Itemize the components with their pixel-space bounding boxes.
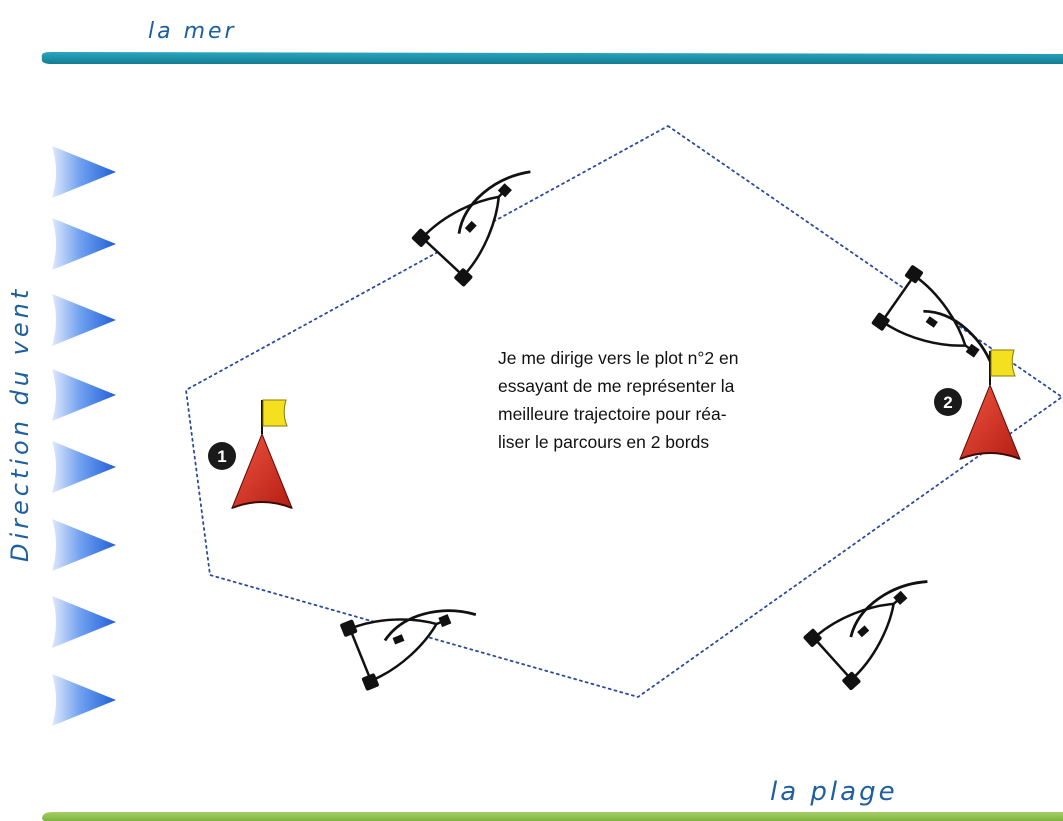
mark-number: 2 xyxy=(943,393,952,412)
sailboat-icon xyxy=(869,263,1021,400)
sailboat-icon xyxy=(338,574,489,693)
beach-label: la plage xyxy=(770,777,898,807)
sea-line xyxy=(41,52,1063,64)
instruction-line: Je me dirige vers le plot n°2 en xyxy=(498,348,738,368)
mark-number-badge xyxy=(934,388,962,416)
mark-number: 1 xyxy=(217,447,226,466)
instruction-text: Je me dirige vers le plot n°2 en essayan… xyxy=(498,348,738,452)
wind-arrows xyxy=(52,146,116,726)
mark-number-badge xyxy=(208,442,236,470)
flag-icon xyxy=(990,349,1016,377)
sailboat-icon xyxy=(409,141,554,289)
wind-arrow-icon xyxy=(52,218,116,270)
mark-2: 2 xyxy=(934,349,1021,460)
wind-arrow-icon xyxy=(52,596,116,648)
wind-arrow-icon xyxy=(52,674,116,726)
wind-arrow-icon xyxy=(52,294,116,346)
instruction-line: meilleure trajectoire pour réa- xyxy=(498,404,727,424)
flag-icon xyxy=(262,399,288,427)
wind-arrow-icon xyxy=(52,146,116,198)
wind-direction-label: Direction du vent xyxy=(6,286,34,562)
beach-line xyxy=(42,812,1063,821)
sailboat-icon xyxy=(801,548,949,693)
instruction-line: liser le parcours en 2 bords xyxy=(498,432,709,452)
instruction-line: essayant de me représenter la xyxy=(498,376,735,396)
wind-arrow-icon xyxy=(52,369,116,421)
wind-arrow-icon xyxy=(52,519,116,571)
mark-1: 1 xyxy=(208,399,293,509)
wind-arrow-icon xyxy=(52,441,116,493)
sea-label: la mer xyxy=(148,19,237,44)
